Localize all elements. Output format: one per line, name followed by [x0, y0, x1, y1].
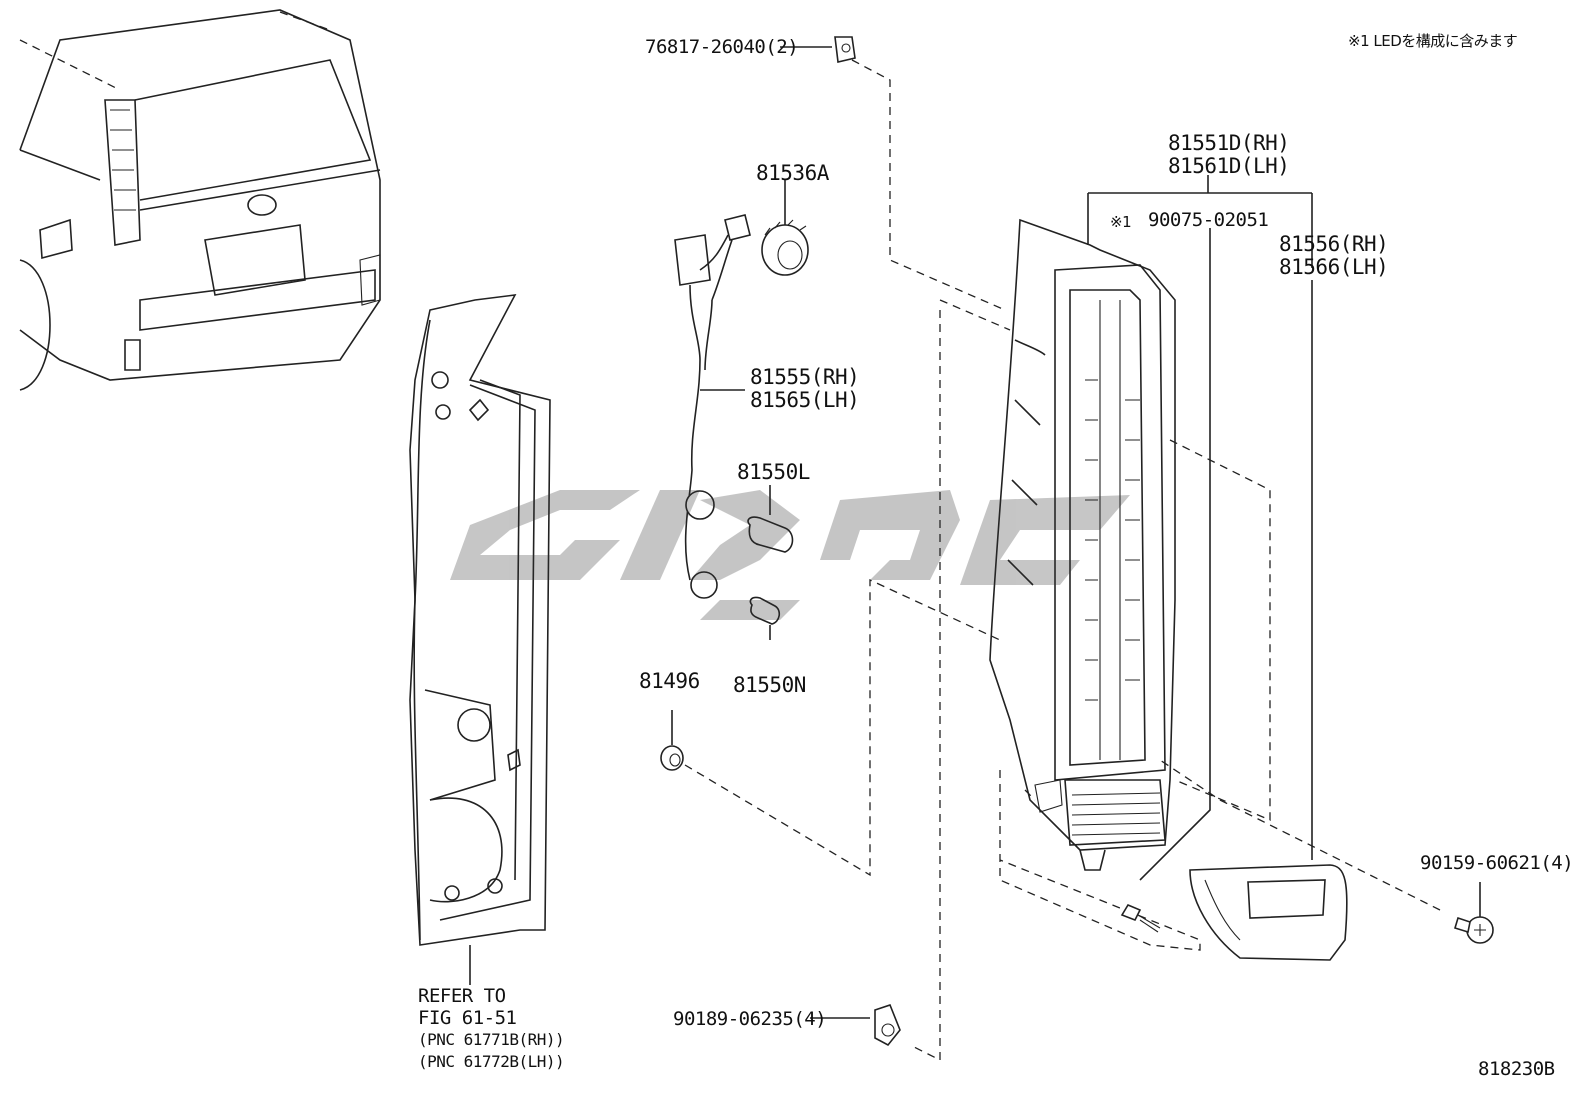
figure-id: 818230B — [1478, 1058, 1555, 1080]
lens-81556 — [1189, 280, 1348, 961]
part-81550n-label[interactable]: 81550N — [733, 673, 806, 697]
part-90189-label[interactable]: 90189-06235(4) — [673, 1008, 827, 1030]
watermark-logo — [450, 490, 1130, 620]
screw-90159 — [1159, 759, 1494, 944]
socket-81536a — [761, 180, 809, 276]
grommet-81496 — [660, 578, 1001, 877]
clip-76817 — [780, 36, 1006, 311]
part-76817-label[interactable]: 76817-26040(2) — [645, 36, 799, 58]
quarter-panel — [409, 294, 551, 985]
part-90075-mark: ※1 — [1110, 213, 1132, 231]
bulb-81550l — [747, 485, 794, 553]
wire-harness-81555 — [674, 214, 751, 599]
rear-lamp-81551d — [989, 218, 1201, 951]
part-81566-lh-label[interactable]: 81566(LH) — [1279, 255, 1389, 279]
part-81551d-rh-label[interactable]: 81551D(RH) — [1168, 131, 1290, 155]
part-81555-rh-label[interactable]: 81555(RH) — [750, 365, 860, 389]
lamp-bracket — [1087, 175, 1313, 881]
vehicle-rear-view — [19, 9, 381, 391]
guide-lines — [909, 299, 1271, 1062]
part-81536a-label[interactable]: 81536A — [756, 161, 829, 185]
part-90075-label[interactable]: 90075-02051 — [1148, 209, 1269, 231]
part-81565-lh-label[interactable]: 81565(LH) — [750, 388, 860, 412]
refer-fig-line[interactable]: FIG 61-51 — [418, 1007, 517, 1029]
refer-pnc-lh-line: (PNC 61772B(LH)) — [418, 1052, 565, 1071]
clip-90189 — [810, 1004, 901, 1047]
refer-pnc-rh-line: (PNC 61771B(RH)) — [418, 1030, 565, 1049]
part-81561d-lh-label[interactable]: 81561D(LH) — [1168, 154, 1290, 178]
bulb-81550n — [749, 596, 781, 640]
led-note: ※1 LEDを構成に含みます — [1348, 32, 1518, 50]
part-81496-label[interactable]: 81496 — [639, 669, 700, 693]
screw-90075 — [1120, 903, 1161, 933]
part-81550l-label[interactable]: 81550L — [737, 460, 810, 484]
part-81556-rh-label[interactable]: 81556(RH) — [1279, 232, 1389, 256]
part-90159-label[interactable]: 90159-60621(4) — [1420, 852, 1574, 874]
refer-to-line: REFER TO — [418, 985, 506, 1007]
